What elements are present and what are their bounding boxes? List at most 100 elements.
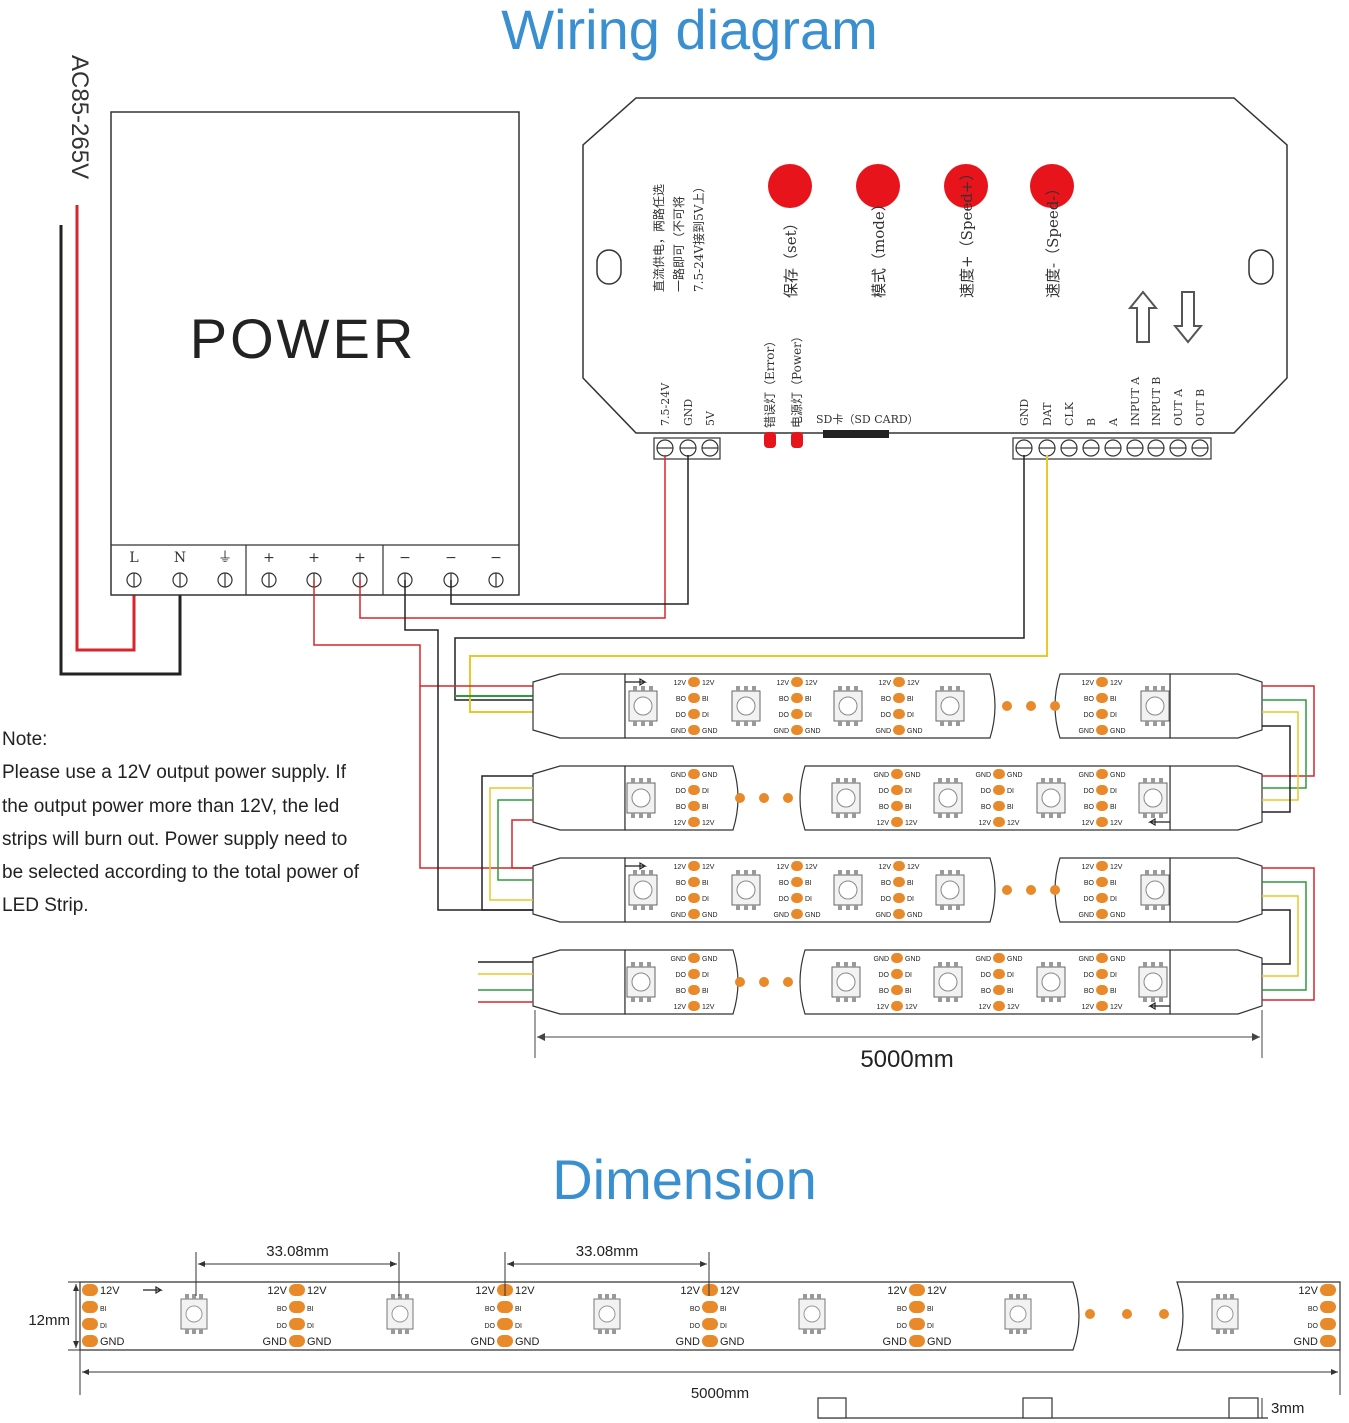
solder-pad (909, 1318, 925, 1330)
strip-interconnect-wire (1262, 711, 1299, 801)
pad-label: BO (1084, 696, 1095, 703)
pad-label: 12V (674, 864, 687, 871)
solder-pad (702, 1301, 718, 1313)
led-chip-pin (649, 905, 653, 910)
pad-label: GND (702, 772, 718, 779)
pad-label: DI (805, 712, 812, 719)
continuation-dot (1002, 885, 1012, 895)
pad-label: 12V (1082, 864, 1095, 871)
led-chip-pin (405, 1294, 409, 1299)
led-chip-pin (852, 997, 856, 1002)
psu-terminal-label: + (263, 550, 275, 566)
led-chip-pin (852, 778, 856, 783)
solder-pad (688, 985, 700, 995)
solder-pad (993, 985, 1005, 995)
continuation-dot (783, 793, 793, 803)
pad-label: BO (676, 880, 687, 887)
led-chip-pin (810, 1294, 814, 1299)
led-chip-pin (649, 721, 653, 726)
wire-black-gnd (454, 455, 1025, 701)
pad-label: BI (702, 880, 709, 887)
pad-label: 12V (515, 1285, 535, 1297)
strip-interconnect-wire (1262, 881, 1307, 991)
pad-label: 12V (877, 820, 890, 827)
pad-label: BI (1110, 880, 1117, 887)
led-chip-pin (1159, 962, 1163, 967)
pad-label: GND (1110, 772, 1126, 779)
led-chip-pin (185, 1329, 189, 1334)
led-chip-pin (1023, 1294, 1027, 1299)
strip-interconnect-wire (489, 787, 533, 901)
solder-pad (289, 1301, 305, 1313)
continuation-dot (735, 793, 745, 803)
button-icon (768, 164, 812, 208)
led-chip-pin (854, 721, 858, 726)
led-chip-pin (810, 1329, 814, 1334)
led-chip-pin (1151, 813, 1155, 818)
led-chip-pin (1009, 1329, 1013, 1334)
led-chip-pin (948, 870, 952, 875)
pad-label: BI (805, 696, 812, 703)
pad-label: BI (720, 1306, 727, 1313)
led-chip-pin (631, 813, 635, 818)
strip-endcap-left (532, 857, 626, 923)
pad-label: GND (875, 912, 891, 919)
signal-terminal-label: INPUT A (1129, 376, 1142, 426)
sd-card-label: SD卡（SD CARD） (816, 413, 919, 426)
led-chip-pin (752, 721, 756, 726)
led-chip-pin (838, 870, 842, 875)
pad-label: BO (676, 804, 687, 811)
solder-pad (791, 693, 803, 703)
pad-label: GND (720, 1336, 745, 1348)
solder-pad (289, 1284, 305, 1296)
solder-pad (791, 893, 803, 903)
pad-label: BO (485, 1306, 496, 1313)
pad-label: GND (1078, 772, 1094, 779)
pad-label: GND (975, 772, 991, 779)
led-chip-pin (846, 905, 850, 910)
led-chip-pin (948, 905, 952, 910)
pad-label: DO (676, 788, 687, 795)
led-chip-pin (605, 1294, 609, 1299)
pad-label: GND (1078, 956, 1094, 963)
solder-pad (1320, 1284, 1336, 1296)
pad-label: 12V (979, 1004, 992, 1011)
direction-arrow-icon (143, 1285, 164, 1295)
button-label: 模式（mode） (870, 196, 888, 298)
pad-label: DO (981, 788, 992, 795)
led-chip-pin (854, 870, 858, 875)
led-chip-pin (641, 686, 645, 691)
button-label: 速度-（Speed-） (1044, 181, 1062, 298)
led-chip (1140, 686, 1170, 726)
led-chip-pin (956, 905, 960, 910)
pad-label: GND (670, 912, 686, 919)
direction-arrow-icon (625, 861, 648, 871)
pad-label: BO (676, 696, 687, 703)
pad-label: GND (907, 728, 923, 735)
led-chip-pin (398, 1329, 402, 1334)
profile-chip (1228, 1397, 1259, 1419)
pad-label: BI (515, 1306, 522, 1313)
signal-terminal-label: INPUT B (1150, 377, 1163, 426)
led-chip-pin (938, 962, 942, 967)
led-chip-pin (649, 870, 653, 875)
solder-pad (1320, 1335, 1336, 1347)
led-chip-pin (817, 1294, 821, 1299)
led-chip-pin (803, 1294, 807, 1299)
pad-label: GND (670, 956, 686, 963)
pad-label: BO (1084, 880, 1095, 887)
pad-label: GND (883, 1336, 908, 1348)
led-chip (1138, 962, 1168, 1002)
pad-label: DI (515, 1323, 522, 1330)
led-chip-pin (846, 721, 850, 726)
led-chip-lens (1041, 788, 1061, 808)
solder-pad (893, 877, 905, 887)
led-chip-pin (612, 1294, 616, 1299)
led-chip-pin (736, 686, 740, 691)
pad-label: GND (905, 956, 921, 963)
continuation-dot (759, 977, 769, 987)
strip-interconnect-wire (481, 775, 533, 911)
solder-pad (497, 1301, 513, 1313)
led-chip-lens (838, 880, 858, 900)
